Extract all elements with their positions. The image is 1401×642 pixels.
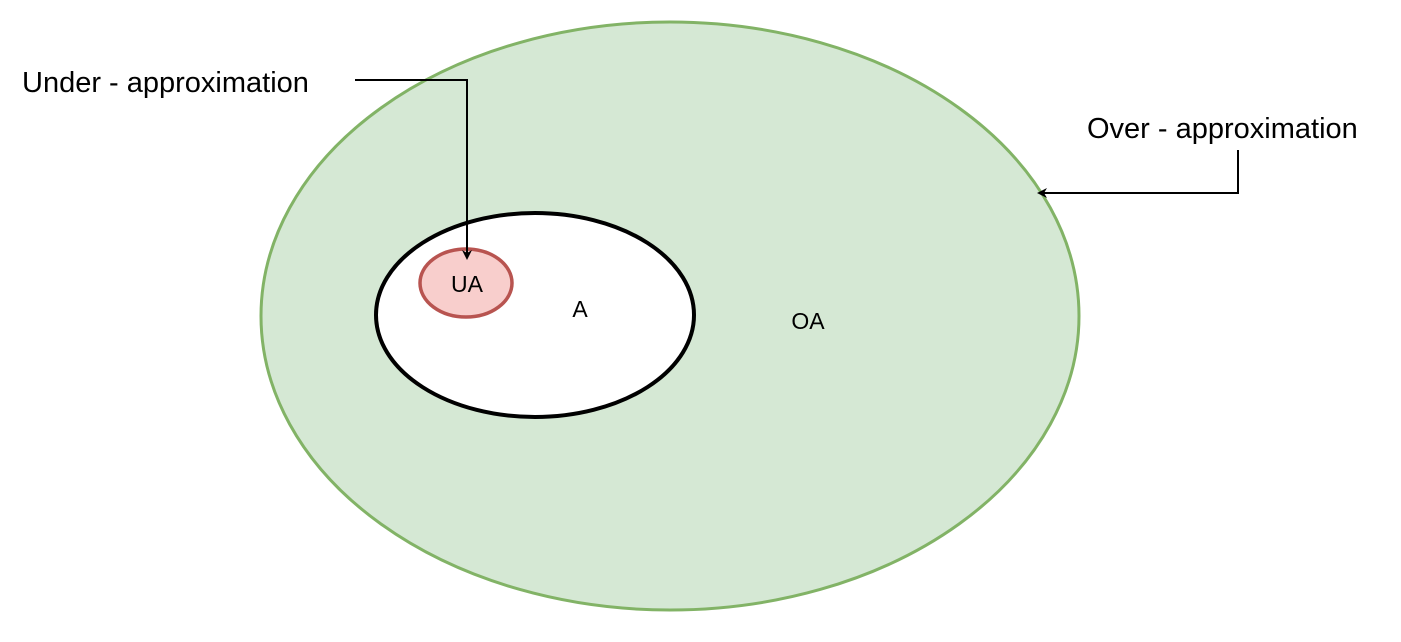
under-approximation-arrow bbox=[355, 79, 472, 260]
a-ellipse bbox=[374, 211, 696, 419]
under-approximation-label: Under - approximation bbox=[22, 67, 309, 99]
ua-label: UA bbox=[451, 271, 484, 297]
a-label: A bbox=[572, 296, 588, 322]
over-approximation-label: Over - approximation bbox=[1087, 113, 1358, 145]
oa-label: OA bbox=[791, 308, 825, 334]
over-approximation-arrow bbox=[1037, 150, 1239, 198]
